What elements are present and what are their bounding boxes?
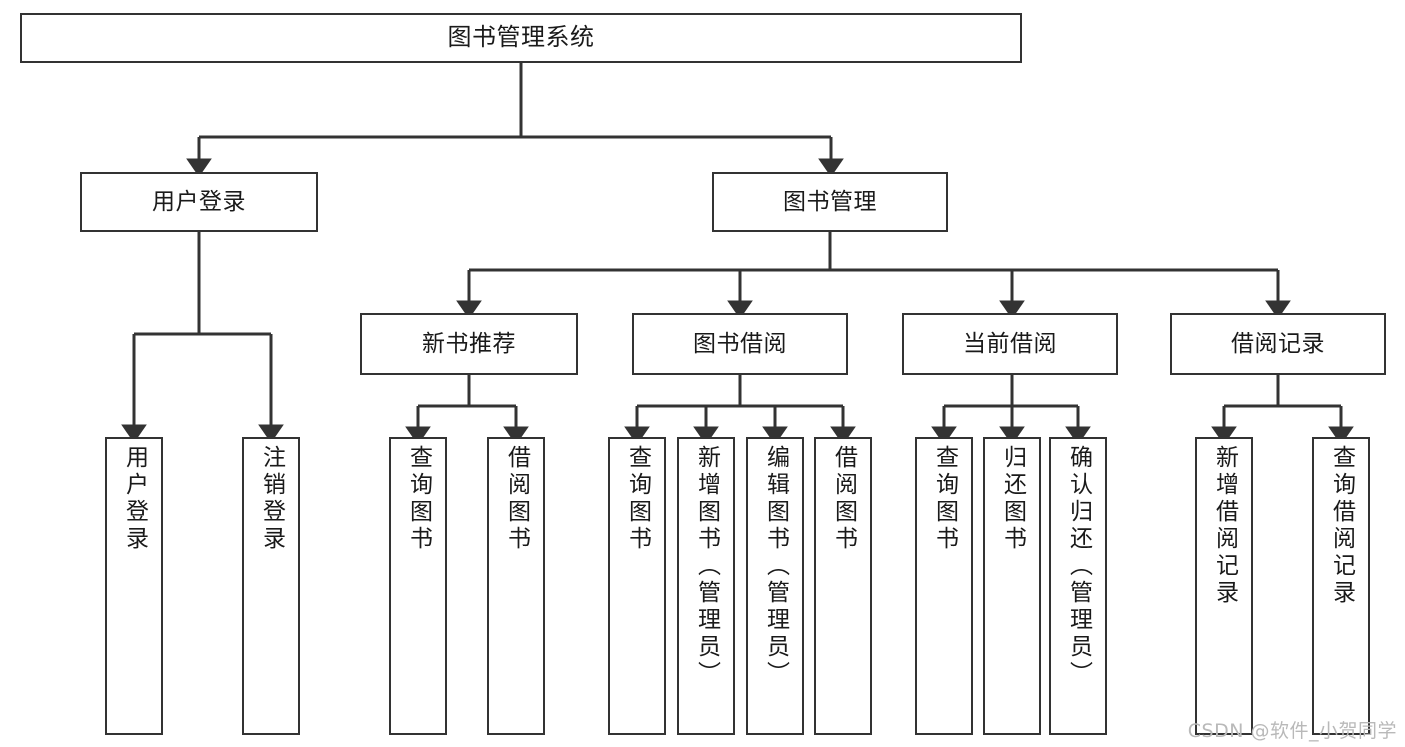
- node-leaf-confirm-return-label: 确认归还（管理员）: [1065, 445, 1092, 688]
- node-current-borrow-label: 当前借阅: [963, 330, 1057, 357]
- node-leaf-query-book-1[interactable]: 查询图书: [389, 437, 447, 735]
- node-borrow-record[interactable]: 借阅记录: [1170, 313, 1386, 375]
- node-leaf-add-record[interactable]: 新增借阅记录: [1195, 437, 1253, 735]
- node-leaf-user-login[interactable]: 用户登录: [105, 437, 163, 735]
- node-user-login[interactable]: 用户登录: [80, 172, 318, 232]
- node-leaf-query-record[interactable]: 查询借阅记录: [1312, 437, 1370, 735]
- node-leaf-query-record-label: 查询借阅记录: [1328, 445, 1355, 607]
- node-leaf-borrow-book-1-label: 借阅图书: [503, 445, 530, 553]
- node-user-login-label: 用户登录: [152, 188, 246, 215]
- node-leaf-add-record-label: 新增借阅记录: [1211, 445, 1238, 607]
- node-leaf-query-book-3[interactable]: 查询图书: [915, 437, 973, 735]
- node-leaf-confirm-return[interactable]: 确认归还（管理员）: [1049, 437, 1107, 735]
- node-leaf-return-book-label: 归还图书: [999, 445, 1026, 553]
- node-book-borrow-label: 图书借阅: [693, 330, 787, 357]
- node-leaf-add-book-label: 新增图书（管理员）: [693, 445, 720, 688]
- node-leaf-borrow-book-2[interactable]: 借阅图书: [814, 437, 872, 735]
- node-leaf-edit-book-label: 编辑图书（管理员）: [762, 445, 789, 688]
- node-book-manage[interactable]: 图书管理: [712, 172, 948, 232]
- node-leaf-return-book[interactable]: 归还图书: [983, 437, 1041, 735]
- node-new-book-rec-label: 新书推荐: [422, 330, 516, 357]
- node-current-borrow[interactable]: 当前借阅: [902, 313, 1118, 375]
- node-book-borrow[interactable]: 图书借阅: [632, 313, 848, 375]
- node-leaf-borrow-book-2-label: 借阅图书: [830, 445, 857, 553]
- node-leaf-user-logout-label: 注销登录: [258, 445, 285, 553]
- node-leaf-query-book-3-label: 查询图书: [931, 445, 958, 553]
- node-leaf-borrow-book-1[interactable]: 借阅图书: [487, 437, 545, 735]
- node-borrow-record-label: 借阅记录: [1231, 330, 1325, 357]
- node-root-label: 图书管理系统: [447, 23, 595, 52]
- node-leaf-user-login-label: 用户登录: [121, 445, 148, 553]
- node-root[interactable]: 图书管理系统: [20, 13, 1022, 63]
- node-leaf-add-book[interactable]: 新增图书（管理员）: [677, 437, 735, 735]
- node-leaf-edit-book[interactable]: 编辑图书（管理员）: [746, 437, 804, 735]
- node-leaf-query-book-2[interactable]: 查询图书: [608, 437, 666, 735]
- node-book-manage-label: 图书管理: [783, 188, 877, 215]
- node-leaf-query-book-2-label: 查询图书: [624, 445, 651, 553]
- node-leaf-query-book-1-label: 查询图书: [405, 445, 432, 553]
- node-leaf-user-logout[interactable]: 注销登录: [242, 437, 300, 735]
- node-new-book-rec[interactable]: 新书推荐: [360, 313, 578, 375]
